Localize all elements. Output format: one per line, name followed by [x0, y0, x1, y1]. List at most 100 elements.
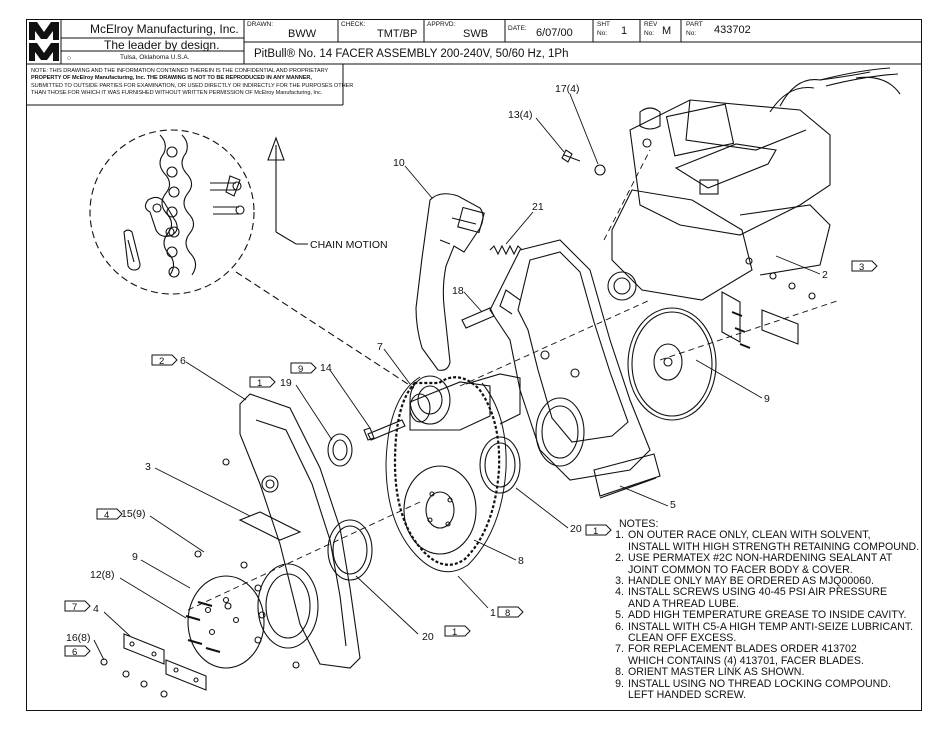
note-number: 3. [615, 575, 624, 588]
part-label-1: PART [686, 21, 703, 28]
note-item-line: AND A THREAD LUBE. [605, 597, 919, 610]
note-text: FOR REPLACEMENT BLADES ORDER 413702 [628, 643, 857, 656]
note-number: 1. [615, 529, 624, 542]
callout-leaders [93, 93, 821, 661]
note-flag-3: 3 [859, 262, 864, 273]
drawn-label: DRAWN: [247, 21, 274, 28]
apprvd-value: SWB [463, 28, 489, 40]
master-link-pins [210, 175, 245, 215]
company-name: McElroy Manufacturing, Inc. [90, 22, 239, 36]
note-item-line: 5.ADD HIGH TEMPERATURE GREASE TO INSIDE … [605, 609, 919, 622]
callout-8: 8 [518, 555, 524, 567]
note-item-line: 3.HANDLE ONLY MAY BE ORDERED AS MJQ00060… [605, 575, 919, 588]
drawing-title: PitBull® No. 14 FACER ASSEMBLY 200-240V,… [254, 48, 569, 60]
note-text: INSTALL USING NO THREAD LOCKING COMPOUND… [628, 677, 891, 690]
note-item-line: 8. ORIENT MASTER LINK AS SHOWN. [605, 666, 919, 679]
chain-motion-arrow [267, 136, 308, 245]
facer-body-5 [489, 239, 661, 499]
chain-strand [159, 134, 197, 278]
date-value: 6/07/00 [536, 27, 573, 39]
callout-14: 14 [320, 362, 332, 374]
callout-1: 1 [490, 607, 496, 619]
note-item-line: CLEAN OFF EXCESS. [605, 632, 919, 645]
rev-label-2: No: [644, 30, 655, 37]
callout-7: 7 [377, 341, 383, 353]
note-number: 8. [615, 666, 624, 679]
handle-part-10 [415, 193, 485, 371]
note-item-line: 6.INSTALL WITH C5-A HIGH TEMP ANTI-SEIZE… [605, 620, 919, 633]
note-item-line: 2.USE PERMATEX #2C NON-HARDENING SEALANT… [605, 552, 919, 565]
sht-label-2: No: [597, 30, 608, 37]
callout-17: 17(4) [555, 83, 580, 95]
facer-blade-4-right [721, 291, 799, 349]
note-item-line: 4.INSTALL SCREWS USING 40-45 PSI AIR PRE… [605, 586, 919, 599]
note-text: ORIENT MASTER LINK AS SHOWN. [628, 666, 805, 679]
rev-value: M [662, 25, 672, 37]
note-flag-6: 6 [72, 647, 77, 658]
callout-2: 2 [822, 269, 828, 281]
callout-10: 10 [393, 157, 405, 169]
side-plate [144, 196, 178, 237]
note-item-line: 7. FOR REPLACEMENT BLADES ORDER 413702 [605, 643, 919, 656]
check-label: CHECK: [341, 21, 366, 28]
note-text: AND A THREAD LUBE. [628, 597, 740, 610]
note-flag-1-c: 1 [593, 526, 598, 537]
drive-chain-8 [385, 376, 507, 573]
callout-5: 5 [670, 499, 676, 511]
spring-21 [489, 244, 523, 256]
date-label: DATE: [508, 25, 527, 32]
chain-detail-view [89, 129, 255, 295]
note-number: 5. [615, 609, 624, 622]
note-item-line: INSTALL WITH HIGH STRENGTH RETAINING COM… [605, 541, 919, 553]
note-text: INSTALL SCREWS USING 40-45 PSI AIR PRESS… [628, 586, 888, 599]
note-text: ON OUTER RACE ONLY, CLEAN WITH SOLVENT, [628, 529, 871, 542]
note-flag-9: 9 [298, 364, 303, 375]
drive-shaft [409, 373, 521, 431]
note-item-line: 1. ON OUTER RACE ONLY, CLEAN WITH SOLVENT… [605, 529, 919, 542]
callout-13: 13(4) [508, 109, 533, 121]
note-item-line: LEFT HANDED SCREW. [605, 689, 919, 702]
note-text: USE PERMATEX #2C NON-HARDENING SEALANT A… [628, 552, 893, 565]
note-item-line: JOINT COMMON TO FACER BODY & COVER. [605, 563, 919, 576]
note-flag-2: 2 [159, 356, 164, 367]
motor-bolts [745, 257, 816, 300]
note-number: 7. [615, 643, 624, 656]
callout-labels: 17(4) 13(4) 10 21 18 7 14 19 6 3 15(9) 9… [66, 83, 828, 644]
callout-9-left: 9 [132, 551, 138, 563]
small-sprocket-7 [409, 375, 451, 425]
blade-disc-9-right [627, 307, 717, 421]
note-number: 6. [615, 620, 624, 633]
note-text: JOINT COMMON TO FACER BODY & COVER. [628, 563, 853, 576]
callout-12: 12(8) [90, 569, 115, 581]
bearing-ring-20-center [479, 436, 521, 494]
callout-21: 21 [532, 201, 544, 213]
mcelroy-logo [29, 22, 59, 61]
note-flag-8: 8 [505, 608, 510, 619]
screw-13 [561, 149, 581, 163]
note-number: 9. [615, 677, 624, 690]
bolt-14 [363, 419, 406, 441]
part-label-2: No: [686, 30, 697, 37]
notice-line: PROPERTY OF McElroy Manufacturing, Inc. … [31, 75, 312, 82]
callout-6: 6 [180, 355, 186, 367]
note-text: CLEAN OFF EXCESS. [628, 632, 737, 645]
sht-value: 1 [621, 25, 628, 37]
spring-clip [123, 229, 141, 271]
proprietary-notice: NOTE: THIS DRAWING AND THE INFORMATION C… [31, 68, 353, 98]
notice-line: NOTE: THIS DRAWING AND THE INFORMATION C… [31, 68, 329, 74]
note-flag-1-a: 1 [257, 378, 262, 389]
note-text: WHICH CONTAINS (4) 413701, FACER BLADES. [628, 654, 864, 667]
location-circle-icon: ○ [67, 55, 72, 62]
washer-17 [594, 164, 606, 176]
motor-housing [607, 67, 901, 301]
notes-list: 1. ON OUTER RACE ONLY, CLEAN WITH SOLVENT… [605, 529, 919, 702]
note-text: LEFT HANDED SCREW. [628, 689, 747, 702]
callout-15: 15(9) [121, 508, 146, 520]
blade-disc-9-left [185, 575, 265, 669]
callout-9-right: 9 [764, 393, 770, 405]
note-flag-labels: 3 2 9 1 4 7 6 1 8 1 [72, 262, 864, 658]
assembly-centerlines [187, 149, 841, 611]
note-flag-4: 4 [104, 510, 109, 521]
notice-line: THAN THOSE FOR WHICH IT WAS FURNISHED WI… [31, 90, 323, 97]
